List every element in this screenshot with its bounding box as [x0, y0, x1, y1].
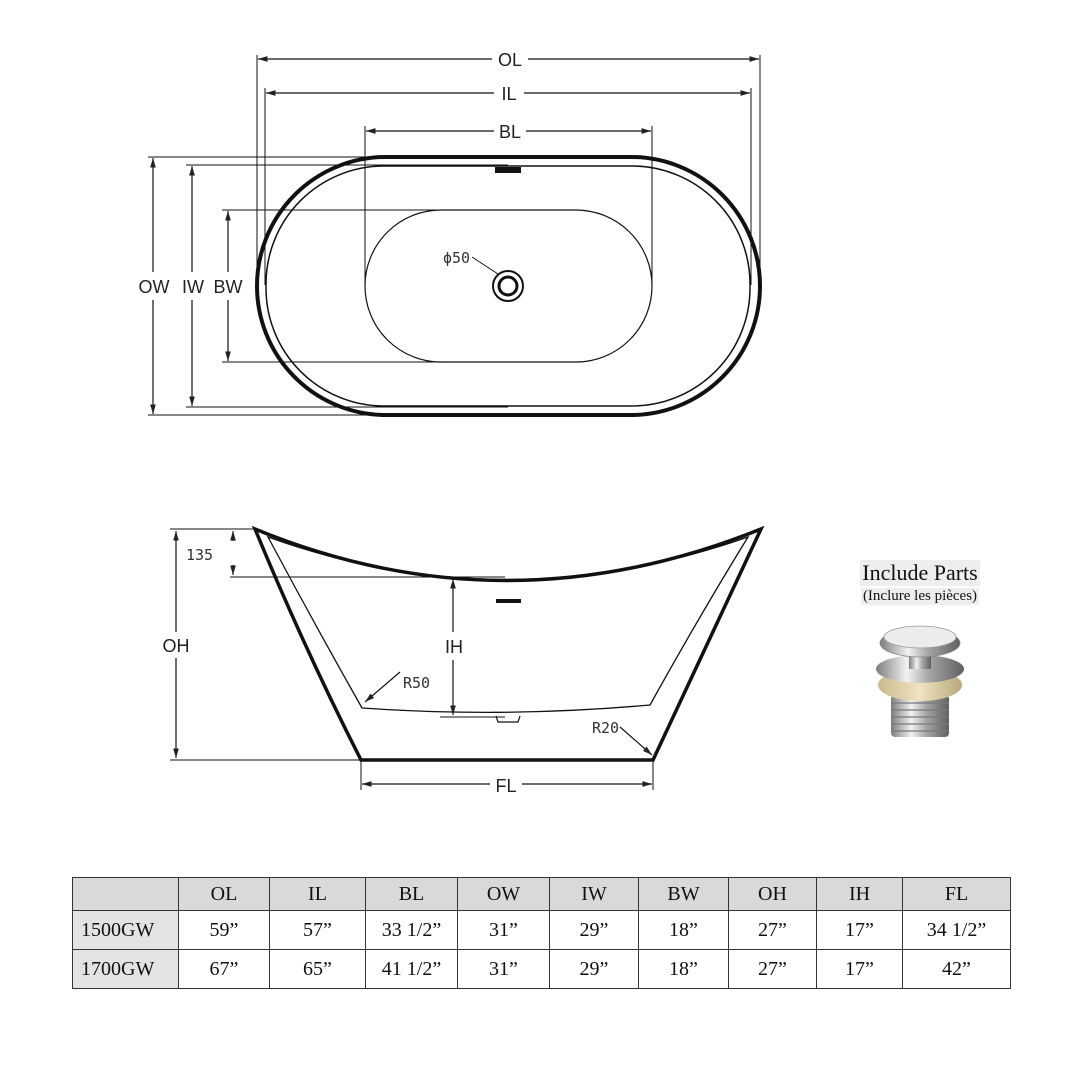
tub-outer-outline: [255, 155, 762, 417]
label-iw: IW: [182, 277, 204, 297]
table-cell: 17”: [816, 910, 903, 950]
include-parts-panel: Include Parts (Inclure les pièces): [840, 560, 1000, 743]
header-cell-ol: OL: [178, 877, 270, 911]
model-cell: 1500GW: [72, 910, 179, 950]
table-cell: 59”: [178, 910, 270, 950]
tub-technical-drawing: OL IL BL OW IW BW ϕ50: [139, 50, 765, 796]
label-ih: IH: [445, 637, 463, 657]
label-bl: BL: [499, 122, 521, 142]
table-cell: 29”: [549, 949, 639, 989]
label-rim-height: 135: [186, 546, 213, 564]
table-cell: 18”: [638, 910, 729, 950]
table-row: 1700GW 67” 65” 41 1/2” 31” 29” 18” 27” 1…: [72, 949, 1011, 989]
table-cell: 18”: [638, 949, 729, 989]
header-cell-blank: [72, 877, 179, 911]
label-ow: OW: [139, 277, 170, 297]
top-view: [148, 55, 762, 417]
table-cell: 67”: [178, 949, 270, 989]
header-cell-fl: FL: [902, 877, 1011, 911]
label-r50: R50: [403, 674, 430, 692]
dimension-table: OL IL BL OW IW BW OH IH FL 1500GW 59” 57…: [72, 877, 1011, 989]
label-drain-diameter: ϕ50: [443, 249, 470, 267]
table-cell: 57”: [269, 910, 366, 950]
label-fl: FL: [495, 776, 516, 796]
side-view: [170, 525, 765, 790]
label-ol: OL: [498, 50, 522, 70]
include-parts-title: Include Parts: [860, 560, 980, 586]
header-cell-ih: IH: [816, 877, 903, 911]
table-cell: 42”: [902, 949, 1011, 989]
table-cell: 27”: [728, 910, 817, 950]
header-cell-iw: IW: [549, 877, 639, 911]
tub-inner-outline: [265, 165, 751, 407]
table-cell: 65”: [269, 949, 366, 989]
header-cell-ow: OW: [457, 877, 550, 911]
table-cell: 17”: [816, 949, 903, 989]
table-header-row: OL IL BL OW IW BW OH IH FL: [72, 877, 1011, 911]
label-r20: R20: [592, 719, 619, 737]
drain-outer-ring: [492, 270, 524, 302]
tub-side-outer: [251, 525, 765, 762]
include-parts-subtitle: (Inclure les pièces): [860, 588, 980, 605]
header-cell-bl: BL: [365, 877, 458, 911]
table-cell: 41 1/2”: [365, 949, 458, 989]
header-cell-oh: OH: [728, 877, 817, 911]
label-bw: BW: [214, 277, 243, 297]
header-cell-il: IL: [269, 877, 366, 911]
model-cell: 1700GW: [72, 949, 179, 989]
pop-up-drain-icon: [876, 625, 964, 737]
table-cell: 33 1/2”: [365, 910, 458, 950]
table-cell: 31”: [457, 910, 550, 950]
table-cell: 34 1/2”: [902, 910, 1011, 950]
label-oh: OH: [163, 636, 190, 656]
table-row: 1500GW 59” 57” 33 1/2” 31” 29” 18” 27” 1…: [72, 910, 1011, 950]
tub-side-inner: [266, 535, 750, 713]
overflow-slot: [495, 167, 521, 173]
side-overflow-slot: [496, 599, 521, 603]
label-il: IL: [501, 84, 516, 104]
table-cell: 29”: [549, 910, 639, 950]
drain-inner-ring: [497, 275, 519, 297]
tub-basin-outline: [364, 209, 653, 363]
header-cell-bw: BW: [638, 877, 729, 911]
table-cell: 27”: [728, 949, 817, 989]
table-cell: 31”: [457, 949, 550, 989]
